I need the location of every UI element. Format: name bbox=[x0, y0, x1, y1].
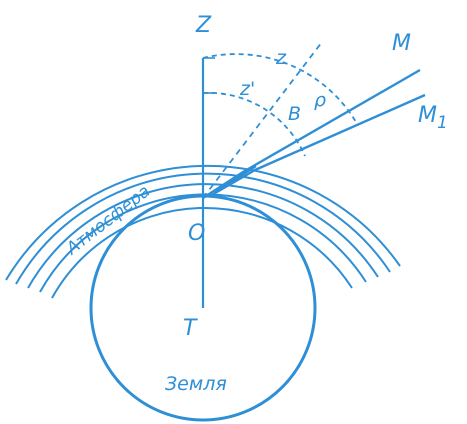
label-earth-center: T bbox=[183, 316, 198, 341]
label-apparent-zenith-distance: z' bbox=[239, 78, 255, 100]
label-star-apparent: M1 bbox=[418, 103, 448, 133]
light-rays bbox=[202, 68, 426, 200]
label-star-apparent-sub: 1 bbox=[437, 113, 448, 133]
label-observer: O bbox=[188, 221, 205, 246]
angle-ticks bbox=[203, 57, 215, 94]
label-star-true: M bbox=[392, 31, 411, 56]
atmosphere-layer-2 bbox=[39, 193, 367, 293]
label-zenith: Z bbox=[195, 13, 212, 38]
label-earth: Земля bbox=[165, 373, 227, 395]
label-refraction-rho: ρ bbox=[314, 89, 326, 111]
ray-to-m bbox=[202, 68, 421, 200]
label-true-zenith-distance: z bbox=[275, 47, 287, 69]
atmosphere-layers bbox=[5, 164, 401, 299]
arc-z-prime bbox=[202, 91, 306, 157]
atmosphere-layer-5 bbox=[5, 164, 401, 281]
label-refraction-b: B bbox=[288, 103, 301, 125]
atmosphere-layer-1 bbox=[51, 206, 353, 299]
ray-to-m1 bbox=[209, 93, 426, 198]
angle-arcs bbox=[202, 53, 357, 157]
arc-z bbox=[202, 53, 357, 123]
ray-inner bbox=[214, 164, 257, 194]
atmosphere-layer-4 bbox=[15, 172, 391, 285]
atmosphere-layer-3 bbox=[27, 183, 379, 289]
